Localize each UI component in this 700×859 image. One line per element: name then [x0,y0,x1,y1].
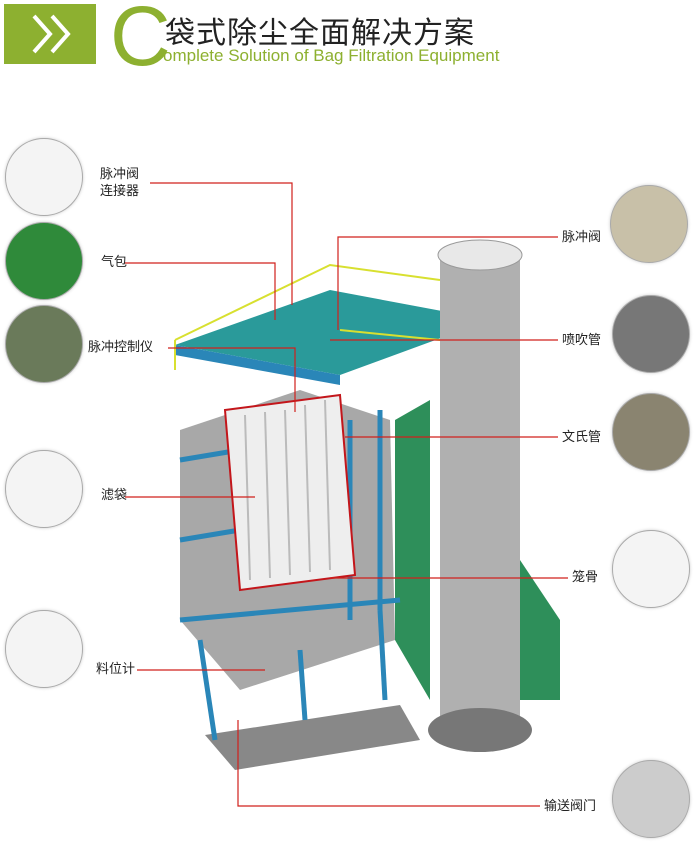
label-cage: 笼骨 [572,570,599,585]
label-air-bag: 气包 [101,255,128,270]
pulse-valve-photo [610,185,688,263]
label-blow-pipe: 喷吹管 [562,333,602,348]
leader-lines [125,182,568,807]
label-filter-bag: 滤袋 [101,488,128,503]
level-gauge-photo [5,610,83,688]
double-chevron-icon [32,14,71,54]
label-pulse-controller: 脉冲控制仪 [88,340,154,355]
page-title: 袋式除尘全面解决方案 [165,16,475,51]
blow-pipe-photo [612,295,690,373]
filter-bag-photo [5,450,83,528]
label-pulse-valve: 脉冲阀 [562,230,602,245]
connector-photo [5,138,83,216]
logo-block [4,4,96,64]
label-discharge-valve: 输送阀门 [544,799,597,814]
venturi-photo [612,393,690,471]
title-initial: C [110,0,171,83]
label-level-gauge: 料位计 [96,662,136,677]
label-venturi: 文氏管 [562,430,602,445]
controller-photo [5,305,83,383]
discharge-valve-photo [612,760,690,838]
label-pulse-valve-connector: 脉冲阀 连接器 [100,167,140,199]
page-subtitle: omplete Solution of Bag Filtration Equip… [163,46,500,65]
cage-photo [612,530,690,608]
air-bag-photo [5,222,83,300]
